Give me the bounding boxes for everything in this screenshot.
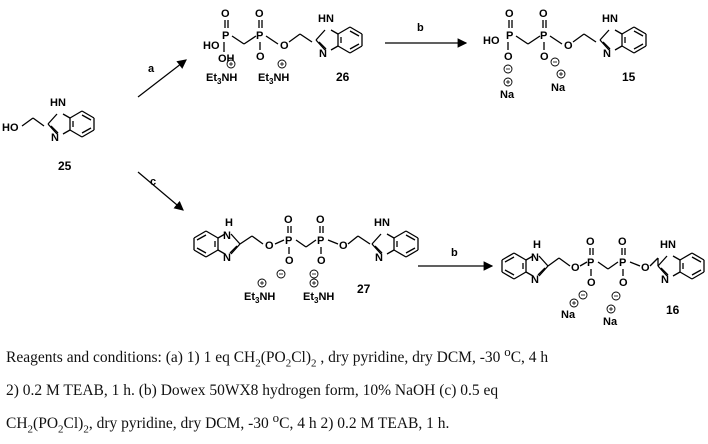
- compound-15: O P HO O Na P O O Na O H N N 15: [483, 8, 647, 101]
- atom-label: O: [339, 240, 348, 252]
- atom-label: O: [317, 255, 326, 267]
- arrow-c: [137, 171, 184, 211]
- atom-label: O: [587, 277, 596, 289]
- atom-label: O: [221, 8, 230, 20]
- atom-label: P: [317, 235, 324, 247]
- atom-label: H: [660, 239, 668, 251]
- caption-line-1: Reagents and conditions: (a) 1) 1 eq CH2…: [6, 344, 549, 370]
- triethylammonium-label: Et3NH: [244, 291, 275, 305]
- atom-label: P: [506, 30, 513, 42]
- atom-label: O: [505, 8, 514, 20]
- compound-26: O P HO OH P O O O H N N Et3NH Et3NH 26: [203, 8, 363, 86]
- atom-label: N: [661, 274, 669, 286]
- compound-label-26: 26: [336, 70, 350, 84]
- atom-label: O: [284, 214, 293, 226]
- compound-label-27: 27: [357, 282, 371, 296]
- atom-label: N: [223, 252, 231, 264]
- atom-label: O: [586, 236, 595, 248]
- compound-16: H N N O P O O Na P O O Na O H N N 16: [501, 236, 705, 328]
- atom-label: HO: [203, 40, 220, 52]
- compound-25: HO H N N 25: [2, 97, 95, 173]
- atom-label: N: [531, 252, 539, 264]
- atom-label: O: [256, 51, 265, 63]
- atom-label: N: [326, 13, 334, 25]
- atom-label: P: [222, 30, 229, 42]
- atom-label: O: [539, 8, 548, 20]
- atom-label: N: [603, 48, 611, 60]
- atom-label: N: [382, 217, 390, 229]
- atom-label: H: [602, 13, 610, 25]
- atom-label: N: [51, 132, 59, 144]
- atom-label: O: [316, 214, 325, 226]
- triethylammonium-label: Et3NH: [206, 72, 237, 86]
- arrow-c-label: c: [150, 176, 156, 188]
- atom-label: O: [564, 40, 573, 52]
- atom-label: O: [571, 262, 580, 274]
- compound-label-15: 15: [622, 70, 636, 84]
- atom-label: O: [641, 262, 650, 274]
- atom-label: H: [50, 97, 58, 109]
- reagents-caption: Reagents and conditions: (a) 1) 1 eq CH2…: [6, 338, 706, 444]
- atom-label: O: [504, 51, 513, 63]
- compound-27: H N N O P O O P O O O H N N Et3NH Et3NH …: [193, 214, 419, 305]
- atom-label: N: [375, 252, 383, 264]
- atom-label: N: [58, 97, 66, 109]
- atom-label: N: [610, 13, 618, 25]
- reaction-scheme: HO H N N 25 a c O P HO OH P O O O H N: [2, 8, 705, 328]
- atom-label: O: [540, 51, 549, 63]
- compound-label-16: 16: [666, 303, 680, 317]
- sodium-label: Na: [603, 316, 618, 328]
- atom-label: H: [225, 217, 233, 229]
- atom-label: O: [280, 40, 289, 52]
- atom-label: H: [318, 13, 326, 25]
- atom-label: P: [285, 235, 292, 247]
- arrow-b-bottom-label: b: [451, 247, 458, 259]
- triethylammonium-label: Et3NH: [258, 72, 289, 86]
- atom-label: P: [587, 257, 594, 269]
- atom-label: P: [619, 257, 626, 269]
- caption-line-2: 2) 0.2 M TEAB, 1 h. (b) Dowex 50WX8 hydr…: [6, 382, 499, 400]
- atom-label: O: [619, 277, 628, 289]
- atom-label: P: [540, 30, 547, 42]
- atom-label: HO: [2, 122, 19, 134]
- atom-label: O: [618, 236, 627, 248]
- caption-line-3: CH2(PO2Cl)2, dry pyridine, dry DCM, -30 …: [6, 410, 450, 436]
- arrow-a-label: a: [148, 63, 155, 75]
- atom-label: O: [285, 255, 294, 267]
- atom-label: N: [668, 239, 676, 251]
- atom-label: H: [533, 239, 541, 251]
- atom-label: P: [256, 30, 263, 42]
- sodium-label: Na: [551, 82, 566, 94]
- atom-label: N: [223, 230, 231, 242]
- atom-label: N: [319, 48, 327, 60]
- sodium-label: Na: [561, 309, 576, 321]
- atom-label: N: [531, 274, 539, 286]
- atom-label: O: [255, 8, 264, 20]
- sodium-label: Na: [500, 89, 515, 101]
- atom-label: HO: [483, 35, 500, 47]
- arrow-b-top-label: b: [417, 22, 424, 34]
- arrow-a: [137, 59, 187, 98]
- atom-label: H: [374, 217, 382, 229]
- compound-label-25: 25: [58, 159, 72, 173]
- atom-label: O: [265, 240, 274, 252]
- triethylammonium-label: Et3NH: [303, 291, 334, 305]
